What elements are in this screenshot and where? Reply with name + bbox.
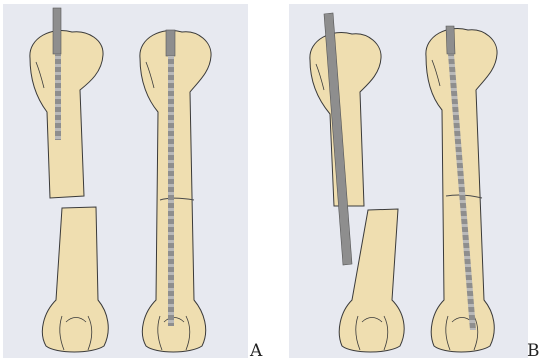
nail-proximal-a (53, 8, 61, 54)
nail-threaded-a (55, 54, 61, 140)
nail-head-b (446, 26, 455, 54)
panel-b-label: B (527, 341, 540, 361)
panel-a-label: A (249, 341, 263, 361)
nail-head-a (166, 30, 175, 56)
panel-b: B (289, 4, 540, 361)
panel-a: A (3, 4, 263, 361)
nail-threaded-a2 (168, 56, 174, 326)
